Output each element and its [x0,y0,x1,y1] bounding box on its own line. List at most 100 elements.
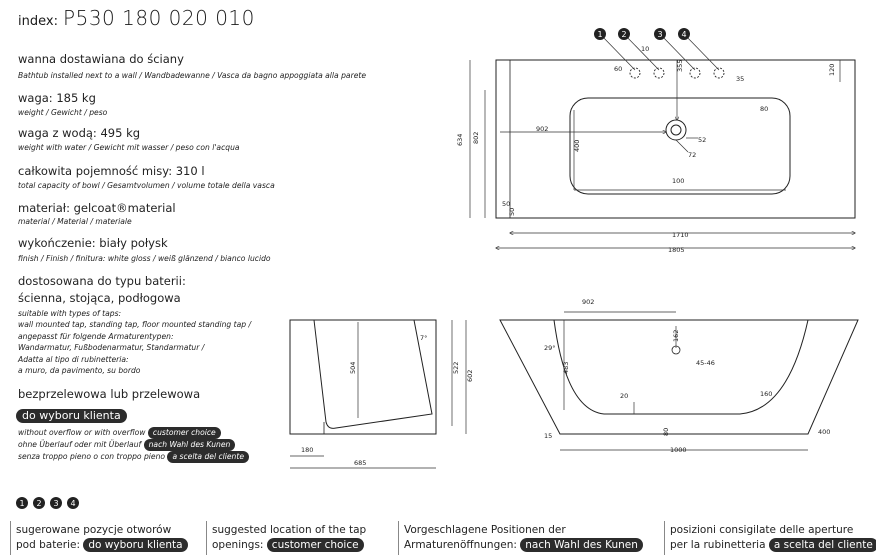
spec-finish-title: wykończenie: biały połysk [18,236,168,250]
customer-choice-badge-en: customer choice [147,427,221,439]
footer-de-badge: nach Wahl des Kunen [520,538,643,552]
tap-hole-2 [653,67,665,79]
dim-7deg: 7° [420,334,427,342]
spec-overflow-it-text: senza troppo pieno o con troppo pieno [18,452,166,461]
front-outline [499,319,859,435]
svg-text:3: 3 [53,499,58,508]
dim-1710: 1710 [672,231,689,239]
footer-it-line1: posizioni consigilate delle aperture [670,524,854,536]
spec-type-sub: Bathtub installed next to a wall / Wandb… [18,71,367,80]
dim-100: 100 [672,177,684,185]
tap-hole-1 [629,67,641,79]
side-view-dimensions: 7° 504 522 602 180 685 [301,334,474,467]
footer-de: Vorgeschlagene Positionen der Armaturenö… [404,523,643,553]
spec-weight-title: waga: 185 kg [18,91,96,105]
dim-72: 72 [688,151,696,159]
index-code: P530 180 020 010 [63,6,255,30]
spec-taps-sub-2: wall mounted tap, standing tap, floor mo… [18,320,252,329]
dim-802: 802 [472,132,480,144]
top-view-drawing: 1 2 3 4 10 60 355 35 120 80 902 52 72 40… [456,28,870,254]
marker-3: 3 [50,497,62,509]
spec-overflow-pill-row: do wyboru klienta [16,404,127,423]
customer-choice-badge-it: a scelta del cliente [167,451,250,463]
spec-capacity-sub: total capacity of bowl / Gesamtvolumen /… [18,181,275,190]
dim-60: 60 [614,65,622,73]
spec-type-title: wanna dostawiana do ściany [18,52,184,66]
footer-divider [398,521,399,555]
footer-pl-line2: pod baterie: [16,539,80,551]
dim-10: 10 [641,45,649,53]
spec-overflow-title: bezprzelewowa lub przelewowa [18,387,201,401]
dim-80: 80 [760,105,768,113]
side-bowl-profile [313,319,433,429]
dim-634: 634 [456,134,464,146]
svg-text:1: 1 [19,499,24,508]
spec-material-sub: material / Material / materiale [18,217,132,226]
footer-it-line2: per la rubinetteria [670,539,766,551]
dim-52: 52 [698,136,706,144]
index-header: index: P530 180 020 010 [18,6,255,30]
dim-50-a: 50 [502,200,510,208]
marker-2: 2 [33,497,45,509]
drain-circle [665,119,687,141]
dim-80: 80 [662,428,670,436]
dim-400: 400 [818,428,830,436]
dim-602: 602 [466,370,474,382]
dim-45-46: 45-46 [696,359,715,367]
dim-902: 902 [536,125,548,133]
spec-taps-title-2: ścienna, stojąca, podłogowa [18,291,181,305]
bowl-outline-top [569,97,791,195]
footer-divider [10,521,11,555]
dim-1805: 1805 [668,246,685,254]
dim-1000: 1000 [670,446,687,454]
spec-overflow-en-text: without overflow or with overflow [18,428,146,437]
spec-finish-sub: finish / Finish / finitura: white gloss … [18,254,271,263]
dim-160: 160 [760,390,772,398]
top-marker-1: 1 [597,30,602,39]
tap-hole-4 [713,67,725,79]
dim-685: 685 [354,459,366,467]
front-view-dimensions: 902 162 45-46 29° 483 20 160 15 80 400 1… [544,298,830,454]
top-markers: 1 2 3 4 [594,28,720,71]
front-view-drawing: 902 162 45-46 29° 483 20 160 15 80 400 1… [499,298,859,454]
dim-355: 355 [676,60,684,72]
front-bowl-profile [553,319,809,415]
footer-en: suggested location of the tap openings: … [212,523,366,553]
tap-position-markers: 1 2 3 4 [16,497,79,509]
footer-pl-line1: sugerowane pozycje otworów [16,524,172,536]
dim-483: 483 [562,362,570,374]
dim-162: 162 [672,330,680,342]
top-marker-2: 2 [621,30,626,39]
customer-choice-badge-de: nach Wahl des Kunen [143,439,236,451]
spec-weight-water-title: waga z wodą: 495 kg [18,126,141,140]
dim-504: 504 [349,362,357,374]
marker-1: 1 [16,497,28,509]
footer-pl-badge: do wyboru klienta [83,538,188,552]
footer-en-badge: customer choice [266,538,364,552]
spec-weight-sub: weight / Gewicht / peso [18,108,108,117]
top-marker-4: 4 [681,30,686,39]
tap-hole-3 [689,67,701,79]
spec-weight-water-sub: weight with water / Gewicht mit wasser /… [18,143,240,152]
dim-522: 522 [452,362,460,374]
dim-20: 20 [620,392,628,400]
spec-taps-sub-3: angepasst für folgende Armaturentypen: [18,332,174,341]
dim-35: 35 [736,75,744,83]
index-label: index: [18,14,58,29]
footer-it-badge: a scelta del cliente [768,538,876,552]
spec-overflow-en: without overflow or with overflow custom… [18,427,221,439]
footer-en-line2: openings: [212,539,264,551]
spec-taps-sub-4: Wandarmatur, Fußbodenarmatur, Standarmat… [18,343,205,352]
spec-taps-sub-6: a muro, da pavimento, su bordo [18,366,141,375]
spec-capacity-title: całkowita pojemność misy: 310 l [18,164,205,178]
dim-902: 902 [582,298,594,306]
dim-50-b: 50 [508,208,516,216]
svg-text:4: 4 [70,499,75,508]
dim-15: 15 [544,432,552,440]
spec-overflow-de-text: ohne Überlauf oder mit Überlauf [18,440,142,449]
footer-divider [206,521,207,555]
spec-taps-sub-5: Adatta al tipo di rubinetteria: [18,355,129,364]
footer-divider [664,521,665,555]
top-view-dimensions: 10 60 355 35 120 80 902 52 72 400 100 63… [456,45,836,254]
dim-400: 400 [573,140,581,152]
